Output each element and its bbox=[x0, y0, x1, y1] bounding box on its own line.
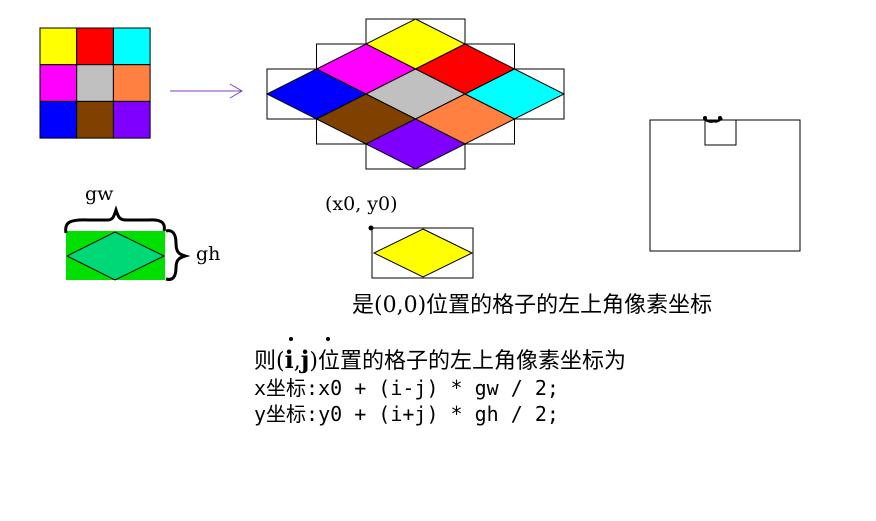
gw-label: gw bbox=[85, 183, 114, 205]
first-tile-box bbox=[704, 119, 737, 146]
y-formula: y坐标:y0 + (i+j) * gh / 2; bbox=[254, 402, 559, 426]
formula-prefix: 则( bbox=[254, 349, 285, 374]
origin-point bbox=[368, 225, 374, 231]
grid-cell-violet bbox=[112, 100, 151, 139]
origin-label: (x0, y0) bbox=[325, 193, 398, 215]
first-tile-mark bbox=[703, 117, 723, 123]
grid-cell-red bbox=[76, 27, 114, 66]
formula-i: i bbox=[284, 345, 294, 374]
grid-cell-cyan bbox=[112, 27, 151, 66]
index-dots bbox=[289, 337, 330, 341]
formula-comma: , bbox=[293, 349, 301, 374]
formula-suffix: )位置的格子的左上角像素坐标为 bbox=[309, 349, 626, 374]
map-boundary bbox=[649, 119, 801, 252]
iso-diamond-violet bbox=[364, 118, 467, 170]
x-formula: x坐标:x0 + (i-j) * gw / 2; bbox=[254, 376, 559, 400]
formula-j: j bbox=[300, 345, 310, 374]
grid-cell-orange bbox=[112, 64, 151, 102]
origin-caption: 是(0,0)位置的格子的左上角像素坐标 bbox=[352, 293, 713, 318]
isometric-diamond-grid bbox=[265, 18, 566, 170]
grid-cell-magenta bbox=[39, 64, 78, 102]
grid-cell-blue bbox=[39, 100, 78, 139]
tile-diamond bbox=[65, 231, 166, 281]
transform-arrow bbox=[170, 83, 243, 99]
origin-tile-diamond bbox=[372, 228, 474, 278]
height-brace bbox=[165, 229, 191, 281]
grid-cell-brown bbox=[76, 100, 114, 139]
origin-tile-example bbox=[368, 225, 474, 279]
source-color-grid bbox=[39, 27, 151, 139]
formula-heading: 则(i,j)位置的格子的左上角像素坐标为 bbox=[254, 348, 626, 373]
i-dot bbox=[289, 337, 293, 341]
gh-label: gh bbox=[196, 243, 221, 265]
map-outline-sketch bbox=[649, 116, 801, 252]
grid-cell-gray bbox=[76, 64, 114, 102]
first-tile-dot-right bbox=[718, 116, 722, 120]
grid-cell-yellow bbox=[39, 27, 78, 66]
tile-size-example bbox=[64, 205, 191, 281]
width-brace bbox=[64, 205, 166, 234]
first-tile-dot-left bbox=[703, 116, 707, 120]
j-dot bbox=[326, 337, 330, 341]
